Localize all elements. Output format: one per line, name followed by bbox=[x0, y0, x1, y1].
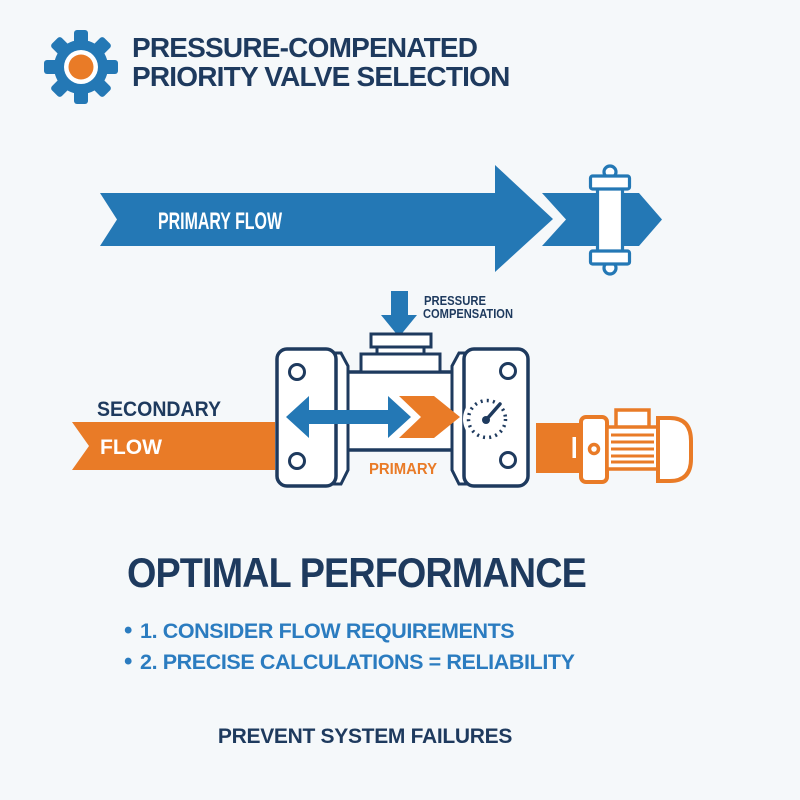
footer-note: PREVENT SYSTEM FAILURES bbox=[217, 725, 513, 748]
pressure-gauge-icon bbox=[463, 395, 511, 443]
inline-filter-icon bbox=[588, 164, 632, 276]
page-title-line-1: PRESSURE-COMPENATED bbox=[132, 32, 478, 63]
bullet-text: 1. CONSIDER FLOW REQUIREMENTS bbox=[140, 619, 515, 643]
primary-flow-label: PRIMARY FLOW bbox=[158, 208, 282, 235]
secondary-label: SECONDARY bbox=[97, 398, 221, 421]
valve-cap-stack bbox=[359, 332, 442, 374]
priority-valve: PRIMARY bbox=[275, 332, 530, 488]
bullet-marker: • bbox=[124, 617, 133, 644]
secondary-flow-banner bbox=[72, 422, 275, 470]
bolt-hole bbox=[288, 452, 306, 470]
performance-heading: OPTIMAL PERFORMANCE bbox=[126, 549, 587, 596]
bullet-marker: • bbox=[124, 648, 133, 675]
gear-icon bbox=[44, 30, 118, 104]
bullet-item: • 1. CONSIDER FLOW REQUIREMENTS bbox=[124, 617, 575, 648]
pump-connector-notch bbox=[572, 437, 576, 458]
bullet-item: • 2. PRECISE CALCULATIONS = RELIABILITY bbox=[124, 648, 575, 679]
bidirectional-flow-arrow-icon bbox=[286, 396, 411, 438]
primary-direction-arrow-icon bbox=[399, 396, 460, 438]
page-title: PRESSURE-COMPENATED PRIORITY VALVE SELEC… bbox=[132, 33, 510, 91]
pump-motor-icon bbox=[579, 408, 693, 484]
bolt-hole bbox=[499, 362, 517, 380]
pressure-down-arrow-icon bbox=[381, 291, 417, 337]
page-title-line-2: PRIORITY VALVE SELECTION bbox=[132, 61, 510, 92]
primary-flow-arrow bbox=[100, 165, 553, 272]
secondary-flow-label: FLOW bbox=[100, 436, 162, 459]
bullet-list: • 1. CONSIDER FLOW REQUIREMENTS • 2. PRE… bbox=[124, 617, 575, 679]
pressure-compensation-label-line1: PRESSURE bbox=[424, 294, 486, 308]
bullet-text: 2. PRECISE CALCULATIONS = RELIABILITY bbox=[140, 650, 575, 674]
bolt-hole bbox=[288, 363, 306, 381]
valve-primary-label: PRIMARY bbox=[369, 461, 437, 478]
bolt-hole bbox=[499, 451, 517, 469]
pressure-compensation-label-line2: COMPENSATION bbox=[423, 307, 513, 321]
